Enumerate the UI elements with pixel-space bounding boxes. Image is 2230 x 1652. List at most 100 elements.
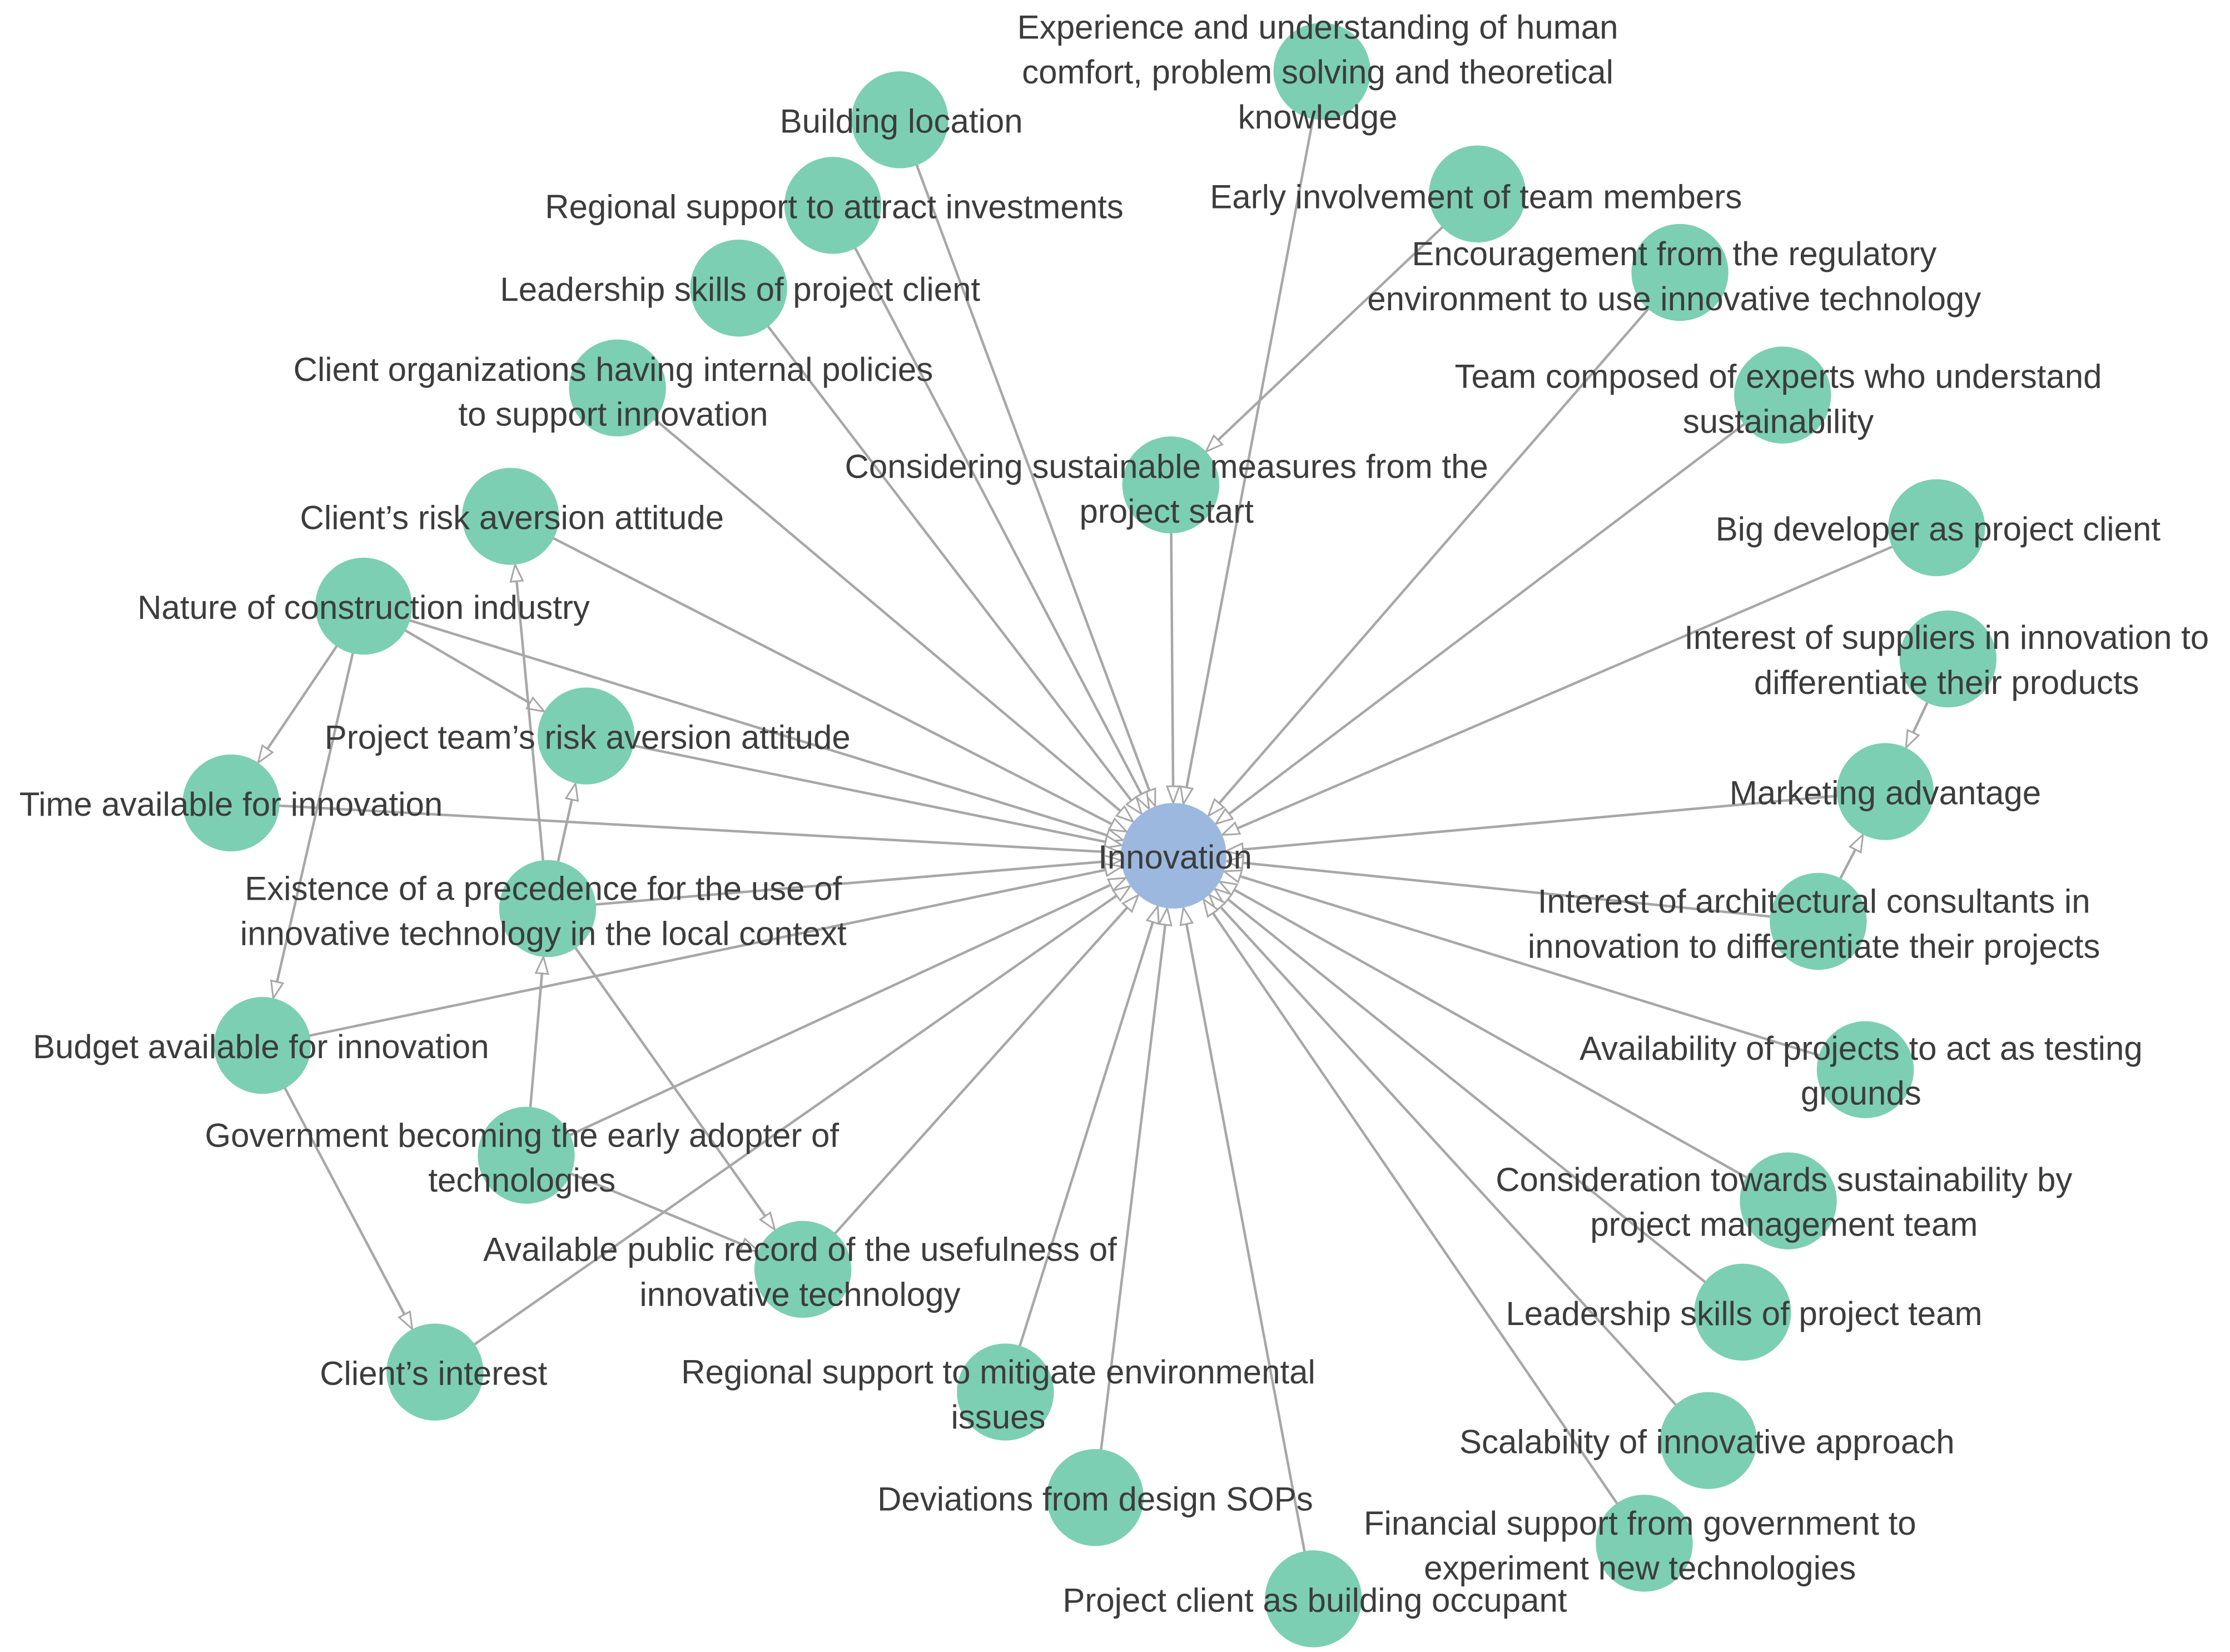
node-label-line: Available public record of the usefulnes… (483, 1231, 1117, 1268)
edge-time-available-to-innovation (231, 801, 1124, 860)
edge-leadership-team-to-innovation (1213, 887, 1744, 1313)
node-label-testing-grounds: Availability of projects to act as testi… (1580, 1030, 2143, 1112)
node-label-time-available: Time available for innovation (19, 786, 443, 823)
arrowhead-icon (1134, 790, 1150, 811)
edges-layer (231, 71, 1949, 1599)
edge-experience-to-innovation (1179, 71, 1323, 807)
node-label-leadership-client: Leadership skills of project client (500, 271, 980, 308)
node-label-line: innovation to differentiate their projec… (1528, 927, 2100, 965)
edge-scalability-to-innovation (1208, 892, 1710, 1442)
arrowhead-icon (1145, 904, 1160, 925)
arrowhead-icon (1208, 892, 1227, 913)
edge-big-developer-to-innovation (1220, 526, 1938, 836)
edge-line (1243, 861, 1819, 923)
edge-line (831, 205, 1143, 795)
node-label-budget: Budget available for innovation (33, 1028, 489, 1065)
node-early-involvement (1429, 145, 1526, 243)
edge-precedence-to-client-risk (509, 562, 549, 909)
node-label-building-location: Building location (780, 103, 1023, 140)
edge-sustainable-measures-to-innovation (1165, 485, 1181, 806)
arrowhead-icon (1206, 797, 1225, 818)
node-label-line: comfort, problem solving and theoretical (1022, 53, 1613, 91)
node-label-public-record: Available public record of the usefulnes… (483, 1231, 1117, 1313)
arrowhead-icon (1202, 897, 1220, 918)
node-big-developer (1888, 479, 1985, 577)
node-label-line: Financial support from government to (1364, 1505, 1916, 1542)
edge-line (261, 1045, 406, 1315)
arrowhead-icon (1111, 884, 1133, 902)
edge-leadership-client-to-innovation (737, 287, 1143, 816)
node-label-line: Leadership skills of project client (500, 271, 980, 308)
node-suppliers (1899, 610, 1996, 708)
edge-team-risk-to-innovation (585, 735, 1125, 849)
node-label-scalability: Scalability of innovative approach (1459, 1423, 1955, 1461)
arrowhead-icon (1905, 728, 1920, 750)
edge-line (1227, 898, 1744, 1313)
node-label-line: Client’s risk aversion attitude (300, 499, 724, 537)
node-label-line: differentiate their products (1754, 664, 2139, 701)
node-label-line: Nature of construction industry (137, 589, 590, 626)
node-label-marketing: Marketing advantage (1730, 775, 2041, 812)
arrowhead-icon (1165, 785, 1181, 806)
node-label-client-interest: Client’s interest (320, 1355, 547, 1392)
arrowhead-icon (1115, 805, 1135, 823)
node-label-sops: Deviations from design SOPs (877, 1480, 1313, 1517)
edge-nature-industry-to-budget (270, 606, 365, 1001)
edge-team-experts-to-innovation (1214, 394, 1784, 826)
edge-sops-to-innovation (1094, 905, 1173, 1498)
node-label-line: innovative technology in the local conte… (240, 915, 847, 952)
node-client-interest (386, 1323, 484, 1421)
node-label-line: Encouragement from the regulatory (1412, 235, 1936, 272)
edge-line (617, 386, 1121, 812)
arrowhead-icon (256, 744, 274, 765)
edge-client-interest-to-innovation (434, 884, 1133, 1373)
node-occupant (1265, 1550, 1362, 1648)
node-label-line: Deviations from design SOPs (877, 1480, 1313, 1517)
node-label-line: Budget available for innovation (33, 1028, 489, 1065)
node-label-regional-investments: Regional support to attract investments (545, 188, 1124, 225)
edge-regional-investments-to-innovation (831, 205, 1150, 811)
edge-line (1004, 921, 1154, 1393)
node-sustainable-measures (1122, 436, 1220, 534)
node-label-line: Team composed of experts who understand (1455, 358, 2102, 395)
node-label-line: Client’s interest (320, 1355, 547, 1392)
node-label-regional-environment: Regional support to mitigate environment… (681, 1353, 1315, 1436)
edge-precedence-to-public-record (547, 907, 777, 1232)
arrowhead-icon (1214, 807, 1234, 826)
node-label-nature-industry: Nature of construction industry (137, 589, 590, 626)
node-label-line: experiment new technologies (1424, 1550, 1856, 1587)
arrowhead-icon (564, 781, 579, 802)
arrowhead-icon (1106, 877, 1128, 892)
node-label-innovation: Innovation (1098, 839, 1252, 876)
arrowhead-icon (1125, 795, 1143, 816)
arrowhead-icon (1224, 842, 1245, 857)
node-gov-adopter (478, 1107, 575, 1204)
node-label-regulatory: Encouragement from the regulatory environ… (1367, 235, 1981, 317)
edge-line (1236, 526, 1938, 830)
arrowhead-icon (1217, 880, 1239, 897)
node-marketing (1836, 743, 1934, 840)
arrowhead-icon (758, 1211, 777, 1232)
arrowhead-icon (1121, 893, 1140, 913)
node-regional-investments (784, 157, 882, 254)
node-label-line: environment to use innovative technology (1367, 280, 1981, 317)
node-label-line: issues (951, 1398, 1045, 1436)
node-testing-grounds (1816, 1021, 1914, 1118)
edge-regional-environment-to-innovation (1004, 904, 1160, 1393)
node-label-line: project start (1079, 493, 1254, 530)
nodes-layer (182, 23, 1996, 1648)
node-label-client-org-policies: Client organizations having internal pol… (294, 351, 933, 433)
edge-public-record-to-innovation (802, 893, 1140, 1271)
node-label-early-involvement: Early involvement of team members (1210, 178, 1742, 215)
edge-line (547, 860, 1105, 910)
node-label-line: to support innovation (458, 396, 768, 433)
node-label-leadership-team: Leadership skills of project team (1506, 1295, 1982, 1332)
node-label-team-risk: Project team’s risk aversion attitude (325, 719, 851, 756)
arrowhead-icon (509, 562, 524, 583)
edge-line (585, 735, 1106, 844)
arrowhead-icon (1179, 785, 1194, 807)
node-label-line: innovative technology (639, 1276, 960, 1313)
arrowhead-icon (1103, 844, 1124, 860)
